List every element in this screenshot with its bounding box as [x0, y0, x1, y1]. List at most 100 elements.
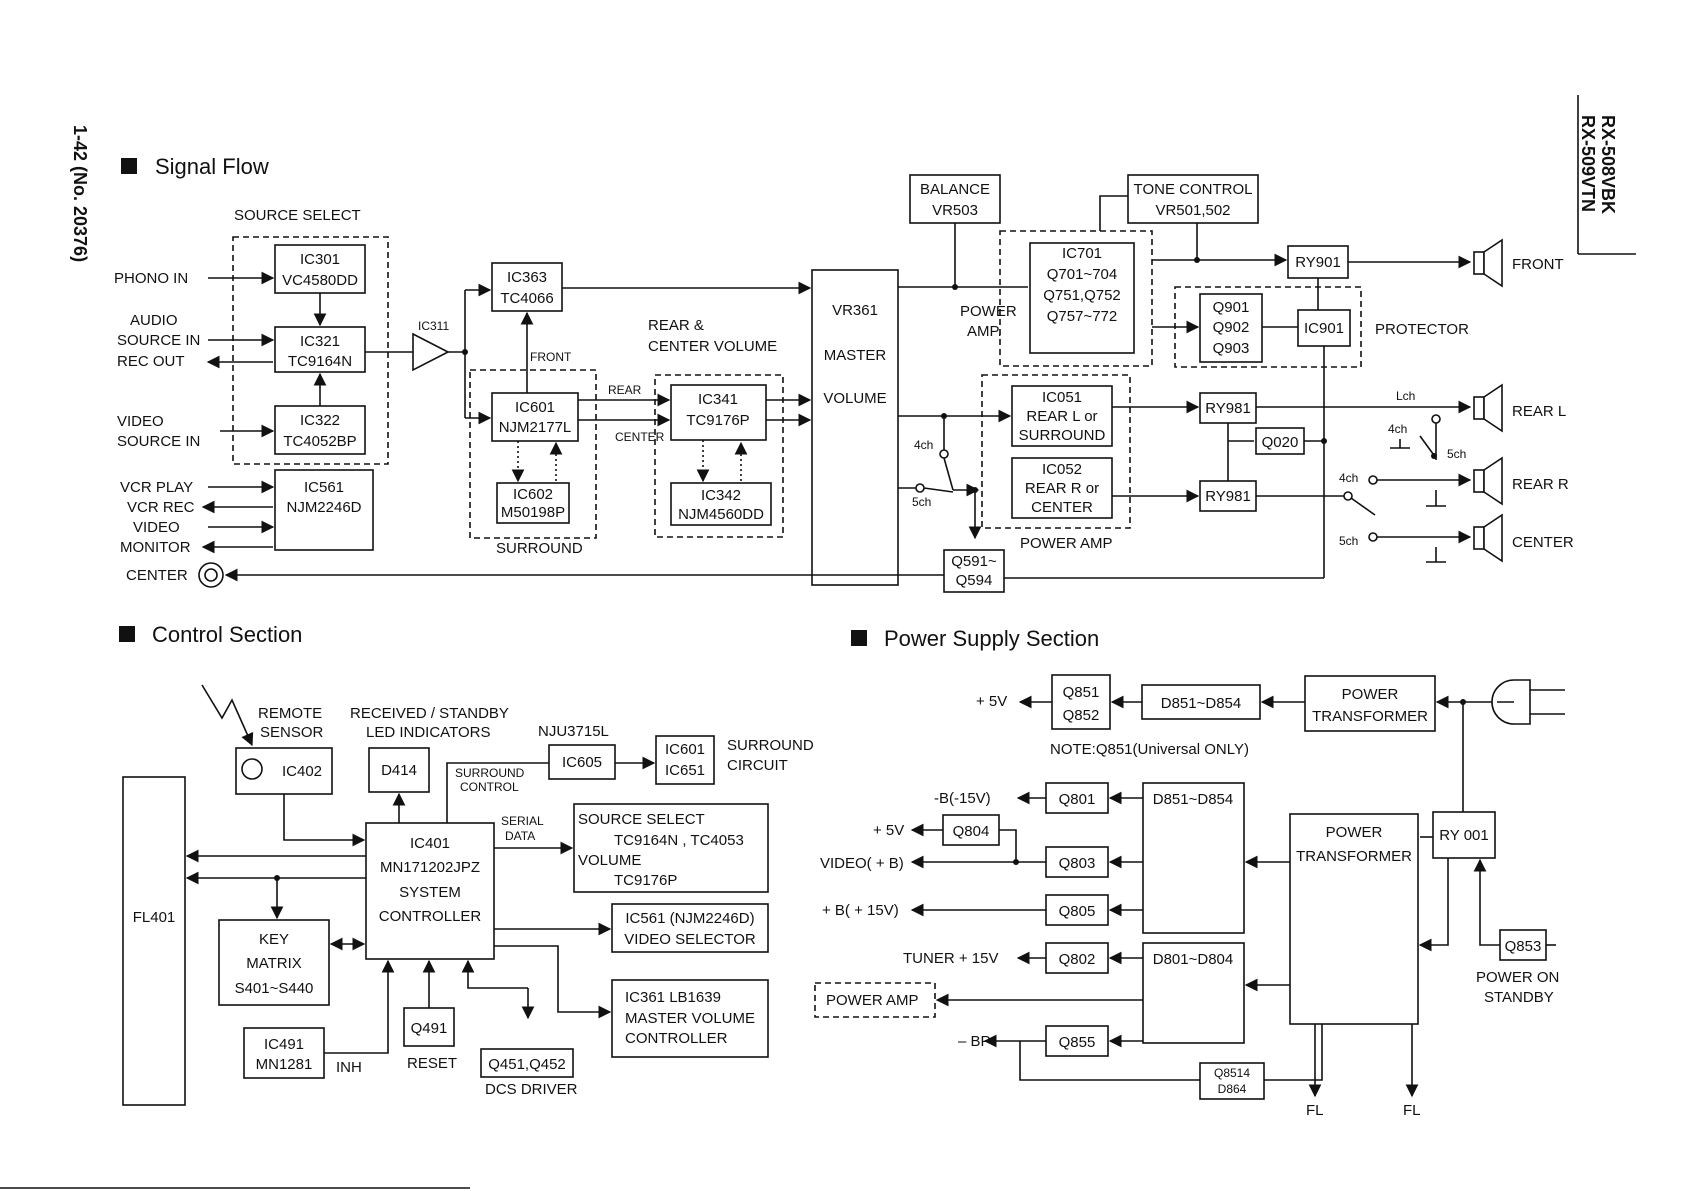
front-label: FRONT	[530, 350, 572, 364]
q855-name: Q855	[1059, 1034, 1096, 1051]
q901-block	[1199, 293, 1263, 363]
section-title-control: Control Section	[152, 622, 302, 647]
power-amp-group	[999, 230, 1153, 367]
ry981-block-b	[1199, 480, 1257, 512]
q902-name: Q902	[1213, 319, 1250, 336]
q804-name: Q804	[953, 823, 990, 840]
ic402-name: IC402	[282, 763, 322, 780]
q801-block	[1045, 782, 1109, 814]
ic341-block	[670, 384, 767, 441]
balance-block	[909, 174, 1001, 224]
ic301-block	[274, 244, 366, 294]
key-matrix-block	[218, 919, 330, 1006]
lch-label: Lch	[1396, 389, 1415, 403]
power-transformer-top-label-2: TRANSFORMER	[1312, 708, 1428, 725]
key-matrix-label-1: KEY	[259, 931, 289, 948]
q802-name: Q802	[1059, 951, 1096, 968]
power-amp-ref-block	[814, 982, 936, 1018]
ic401-name: IC401	[410, 835, 450, 852]
surround-circuit-label-1: SURROUND	[727, 737, 814, 754]
received-standby-label: RECEIVED / STANDBY	[350, 705, 509, 722]
q8514-name: Q8514	[1214, 1066, 1250, 1080]
fl401-display-block	[122, 776, 186, 1106]
ic701-q1: Q701~704	[1047, 266, 1117, 283]
ic361-master-volume-block	[611, 979, 769, 1058]
power-transformer-label-2: TRANSFORMER	[1296, 848, 1412, 865]
center-speaker-icon	[1473, 513, 1503, 563]
video-label: VIDEO	[117, 413, 164, 430]
switch-5ch-label-b: 5ch	[1447, 447, 1466, 461]
source-in-label: SOURCE IN	[117, 332, 200, 349]
remote-signal-icon	[201, 684, 254, 747]
ic401-system: SYSTEM	[399, 884, 461, 901]
ic342-name: IC342	[701, 487, 741, 504]
led-indicators-label: LED INDICATORS	[366, 724, 490, 741]
ic401-controller: CONTROLLER	[379, 908, 482, 925]
note-label: NOTE:Q851(Universal ONLY)	[1050, 741, 1249, 758]
power-on-label: POWER ON	[1476, 969, 1559, 986]
ic363-name: IC363	[507, 269, 547, 286]
surround-control-label-1: SURROUND	[455, 766, 525, 780]
d851-d854-name-top: D851~D854	[1161, 695, 1241, 712]
ic701-name: IC701	[1062, 245, 1102, 262]
serial-data-label-1: SERIAL	[501, 814, 544, 828]
d851-d854-name: D851~D854	[1153, 791, 1233, 808]
rear-center-volume-label-1: REAR &	[648, 317, 704, 334]
rear-l-speaker-icon	[1473, 383, 1503, 433]
ic602-name: IC602	[513, 486, 553, 503]
ry981-block-a	[1199, 392, 1257, 424]
section-title-signal-flow: Signal Flow	[155, 154, 269, 179]
video-source-in-label: SOURCE IN	[117, 433, 200, 450]
q591-block	[943, 549, 1005, 593]
fl-label-1: FL	[1306, 1102, 1324, 1119]
ic321-block	[274, 326, 366, 373]
source-select-volume-block	[573, 803, 769, 893]
minus-b-label: -B(-15V)	[934, 790, 991, 807]
ic321-part: TC9164N	[288, 353, 352, 370]
ic322-name: IC322	[300, 412, 340, 429]
volume-ctrl-part: TC9176P	[614, 872, 677, 889]
vcr-rec-label: VCR REC	[127, 499, 195, 516]
d864-name: D864	[1218, 1082, 1247, 1096]
ic402-block	[235, 747, 333, 795]
q805-block	[1045, 894, 1109, 926]
power-transformer-top-label-1: POWER	[1342, 686, 1399, 703]
ic601-part: NJM2177L	[499, 419, 572, 436]
ic601-ic651-block	[655, 735, 715, 785]
power-amp-label: POWER AMP	[1020, 535, 1113, 552]
center-speaker-label: CENTER	[1512, 534, 1574, 551]
ic901-block	[1297, 309, 1351, 347]
d851-d854-block	[1142, 782, 1245, 934]
ic401-part: MN171202JPZ	[380, 859, 480, 876]
q020-name: Q020	[1262, 434, 1299, 451]
ic051-line3: SURROUND	[1019, 427, 1106, 444]
ic601-ctrl-name: IC601	[665, 741, 705, 758]
ic561-block	[274, 469, 374, 551]
ic561-name: IC561	[304, 479, 344, 496]
switch-5ch-label-c: 5ch	[1339, 534, 1358, 548]
rear-l-label: REAR L	[1512, 403, 1566, 420]
power-amp-label-1: POWER	[960, 303, 1017, 320]
power-amp-ref-label: POWER AMP	[826, 992, 919, 1009]
ic701-block	[1029, 242, 1135, 354]
ic491-name: IC491	[264, 1036, 304, 1053]
ic491-block	[243, 1027, 325, 1079]
ic561-ctrl-name: IC561 (NJM2246D)	[625, 910, 754, 927]
ic311-label: IC311	[418, 319, 449, 333]
source-select-ctrl-parts: TC9164N , TC4053	[614, 832, 744, 849]
balance-name: BALANCE	[920, 181, 990, 198]
ic602-part: M50198P	[501, 504, 565, 521]
q853-name: Q853	[1505, 938, 1542, 955]
q852-name: Q852	[1063, 707, 1100, 724]
surround-control-label-2: CONTROL	[460, 780, 519, 794]
center-out-label: CENTER	[126, 567, 188, 584]
center-label: CENTER	[615, 430, 665, 444]
volume-ctrl-label: VOLUME	[578, 852, 641, 869]
video-b-label: VIDEO( + B)	[820, 855, 904, 872]
q804-block	[942, 814, 1000, 846]
key-matrix-label-3: S401~S440	[235, 980, 314, 997]
tone-control-part: VR501,502	[1155, 202, 1230, 219]
phono-in-label: PHONO IN	[114, 270, 188, 287]
ry981-name-a: RY981	[1205, 400, 1251, 417]
